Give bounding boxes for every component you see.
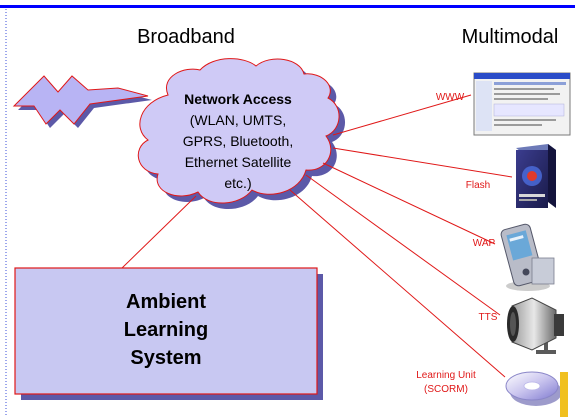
web-browser-screenshot-icon [473, 72, 571, 136]
multimodal-heading: Multimodal [462, 26, 559, 48]
channel-label-learning-unit: Learning Unit [416, 370, 476, 381]
flash-software-box-icon [516, 144, 556, 208]
learning-unit-disc-icon [505, 371, 568, 417]
pda-handheld-icon [500, 223, 555, 291]
channel-label-tts: TTS [479, 312, 498, 323]
network-cloud: Network Access (WLAN, UMTS, GPRS, Blueto… [137, 58, 346, 210]
ambient-learning-system-box: Ambient Learning System [14, 267, 323, 400]
cloud-line-4: Ethernet Satellite [185, 154, 292, 170]
cloud-to-system-connector [121, 195, 197, 269]
channel-label-wap: WAP [473, 238, 496, 249]
cloud-line-1: Network Access [184, 91, 292, 107]
cloud-line-3: GPRS, Bluetooth, [183, 133, 294, 149]
system-line-2: Learning [124, 319, 208, 341]
top-blue-rule [0, 5, 575, 8]
cloud-line-5: etc.) [224, 175, 251, 191]
system-line-1: Ambient [126, 291, 206, 313]
channel-connectors [289, 94, 513, 378]
channel-label-flash: Flash [466, 180, 490, 191]
broadband-heading: Broadband [137, 26, 235, 48]
system-line-3: System [130, 347, 201, 369]
lightning-bolt-icon [12, 75, 152, 128]
channel-label-www: WWW [436, 92, 465, 103]
cloud-line-2: (WLAN, UMTS, [190, 112, 286, 128]
channel-label-scorm: (SCORM) [424, 384, 468, 395]
loudspeaker-megaphone-icon [507, 297, 564, 354]
